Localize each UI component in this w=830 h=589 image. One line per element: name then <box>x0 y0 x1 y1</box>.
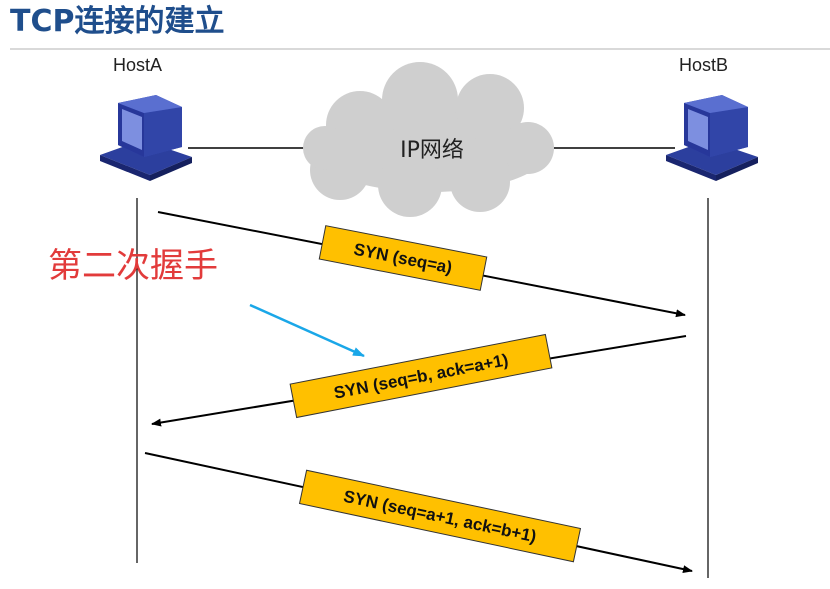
host-b-label: HostB <box>679 55 729 75</box>
cloud-icon <box>303 62 554 217</box>
hint-arrow <box>249 303 365 358</box>
computer-icon <box>666 95 758 181</box>
page-title: TCP连接的建立 <box>10 4 225 39</box>
message-label-box: SYN (seq=b, ack=a+1) <box>289 333 553 419</box>
handshake-annotation: 第二次握手 <box>48 246 218 286</box>
host-a-label: HostA <box>113 55 163 75</box>
message-label-box: SYN (seq=a+1, ack=b+1) <box>298 469 582 563</box>
network-label: IP网络 <box>400 138 464 163</box>
title-divider <box>10 48 830 50</box>
computer-icon <box>100 95 192 181</box>
message-label-box: SYN (seq=a) <box>318 225 488 291</box>
